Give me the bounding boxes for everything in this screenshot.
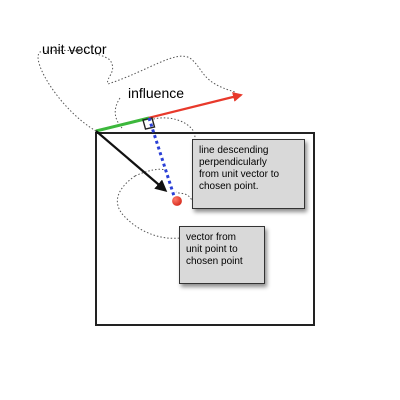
frame-rectangle xyxy=(95,132,315,326)
vector-note-line: chosen point xyxy=(186,256,243,267)
perpendicular-note-line: from unit vector to xyxy=(199,169,280,180)
influence-label: influence xyxy=(128,85,185,101)
vector-arrow xyxy=(95,130,168,192)
vector-callout-outline xyxy=(116,168,181,239)
perpendicular-callout-outline xyxy=(149,117,196,207)
perpendicular-note-line: perpendicularly xyxy=(199,157,267,168)
vector-note-line: unit point to xyxy=(186,244,238,255)
perpendicular-note-line: line descending xyxy=(199,145,269,156)
perpendicular-note-line: chosen point. xyxy=(199,181,259,192)
perpendicular-note: line descending perpendicularly from uni… xyxy=(192,139,305,209)
unit-vector-label: unit vector xyxy=(42,41,107,57)
perpendicular-line xyxy=(147,117,176,197)
vector-note: vector from unit point to chosen point xyxy=(179,226,265,284)
vector-note-line: vector from xyxy=(186,232,237,243)
chosen-point xyxy=(170,194,184,208)
influence-segment xyxy=(95,116,150,133)
